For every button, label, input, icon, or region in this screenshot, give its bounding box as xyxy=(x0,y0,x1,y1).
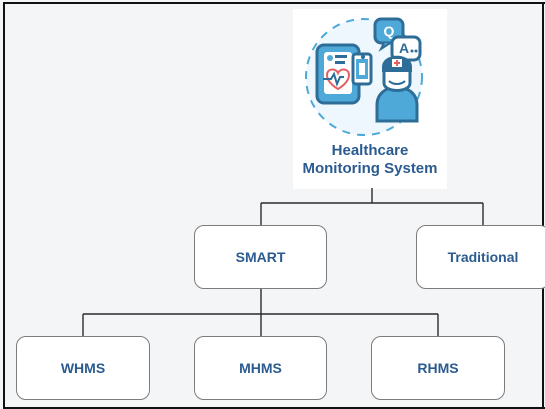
root-node-label: Healthcare Monitoring System xyxy=(302,142,438,177)
root-node: Q A xyxy=(293,9,447,189)
frame-border-left xyxy=(3,2,5,409)
smart-node: SMART xyxy=(194,225,327,289)
mhms-node: MHMS xyxy=(194,336,327,400)
smart-node-label: SMART xyxy=(235,249,286,265)
svg-text:Q: Q xyxy=(384,23,395,39)
frame-border-bottom xyxy=(3,407,545,409)
whms-node: WHMS xyxy=(16,336,150,400)
rhms-node-label: RHMS xyxy=(417,360,459,376)
whms-node-label: WHMS xyxy=(60,360,106,376)
frame-border-right xyxy=(542,2,544,409)
healthcare-monitoring-illustration-icon: Q A xyxy=(305,17,423,136)
svg-text:A: A xyxy=(399,40,409,56)
traditional-node: Traditional xyxy=(416,225,545,289)
traditional-node-label: Traditional xyxy=(447,249,519,265)
rhms-node: RHMS xyxy=(371,336,505,400)
frame-border-top xyxy=(3,2,545,4)
mhms-node-label: MHMS xyxy=(239,360,282,376)
